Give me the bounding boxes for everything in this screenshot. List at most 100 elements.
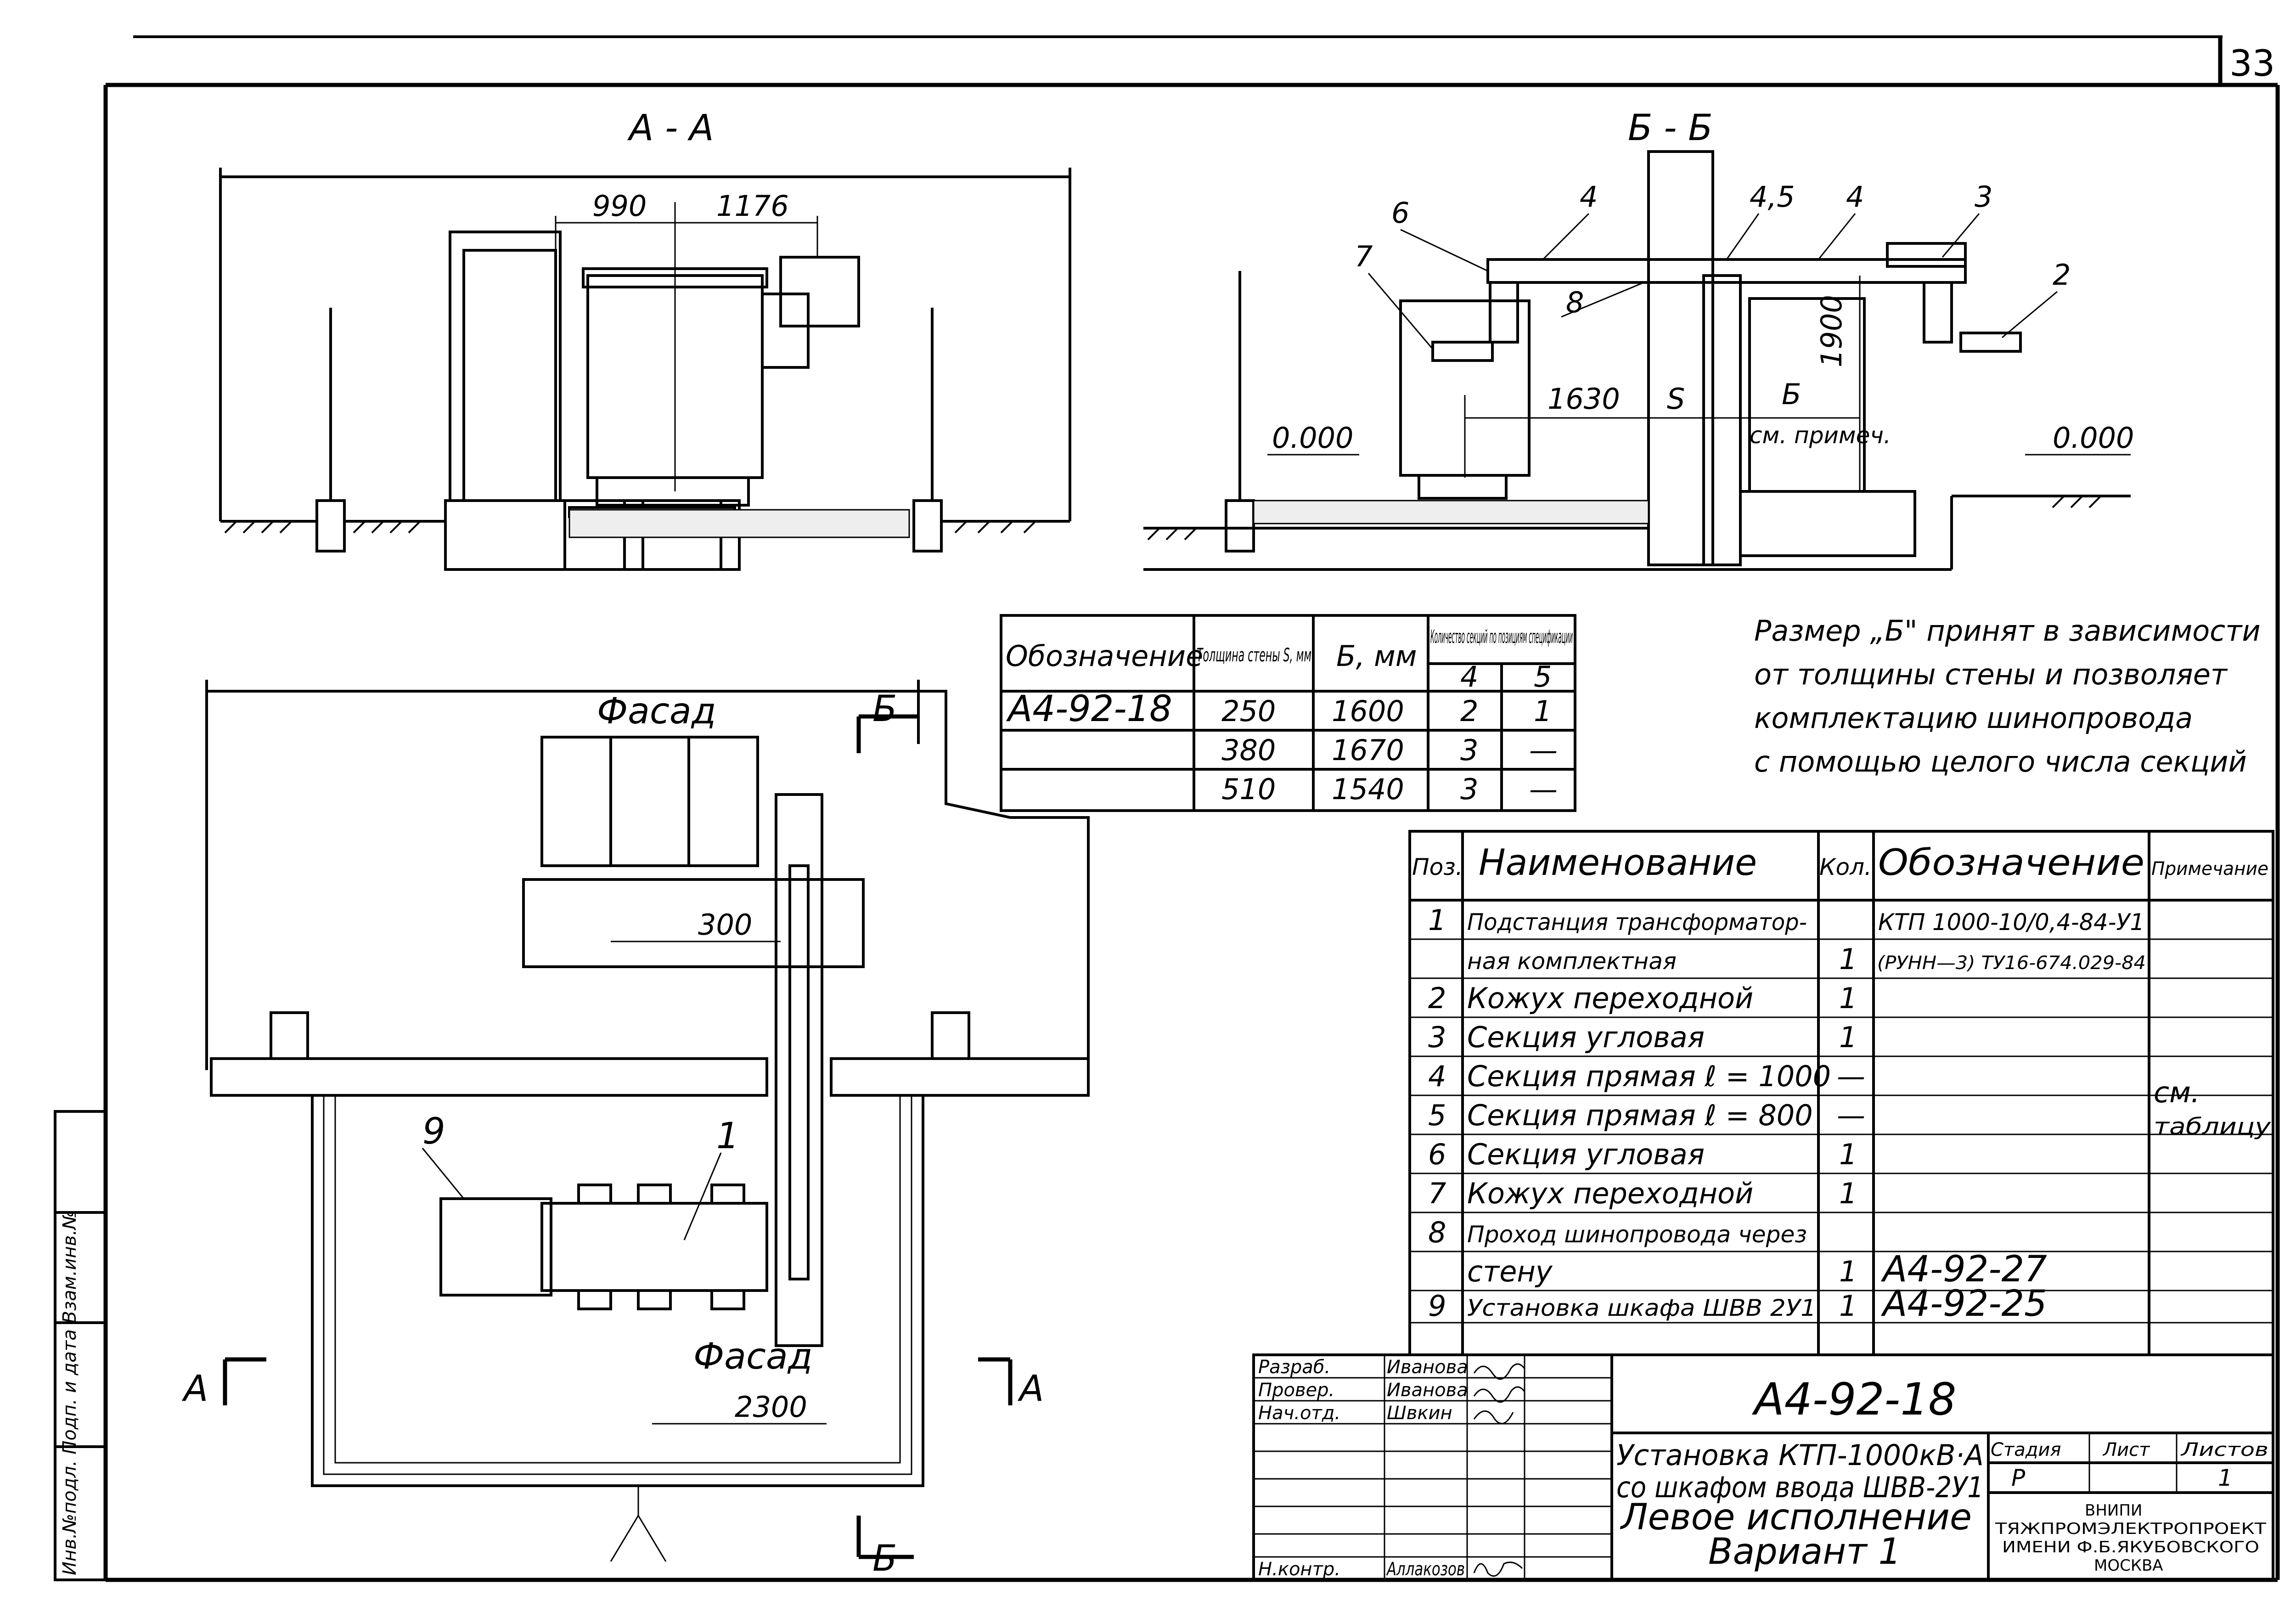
note-line-2: от толщины стены и позволяет (1754, 658, 2228, 691)
spec-r5-name: Секция прямая ℓ = 800 (1467, 1099, 1813, 1132)
signature-2 (1473, 1386, 1525, 1403)
tb-org-4: МОСКВА (2094, 1556, 2163, 1575)
signature-3 (1473, 1410, 1514, 1424)
spec-h-name: Наименование (1479, 842, 1757, 884)
st-r2-wall: 510 (1221, 772, 1276, 806)
dim-1630: 1630 (1548, 382, 1620, 416)
spec-r8-pos: 8 (1428, 1216, 1446, 1249)
tb-name-2: Иванова (1387, 1380, 1468, 1401)
st-r0-wall: 250 (1221, 694, 1276, 728)
plan-view: Фасад Б 300 (181, 680, 1090, 1579)
spec-r5-note: таблицу (2154, 1113, 2272, 1140)
spec-r6-qty: 1 (1839, 1138, 1857, 1171)
spec-r3-name: Секция угловая (1467, 1020, 1705, 1054)
tb-role-3: Нач.отд. (1258, 1403, 1340, 1424)
spec-table: Поз. Наименование Кол. Обозначение Приме… (1408, 830, 2274, 1356)
st-r1-p4: 3 (1460, 733, 1478, 767)
dim-see-note: см. примеч. (1750, 422, 1891, 449)
tb-title-3: Левое исполнение (1620, 1497, 1972, 1538)
note-line-4: с помощью целого числа секций (1754, 745, 2247, 778)
st-h-pos4: 4 (1460, 660, 1478, 693)
spec-row-lines (1410, 938, 2273, 1324)
st-h-pos5: 5 (1534, 660, 1552, 693)
ktp-insulators (577, 1184, 745, 1310)
section-aa: А - А 990 1176 (219, 107, 1071, 571)
level-right: 0.000 (2053, 421, 2134, 455)
spec-r8-name: Проход шинопровода через (1467, 1221, 1807, 1248)
spec-r10-name: Установка шкафа ШВВ 2У1 (1467, 1295, 1816, 1321)
tb-stage-label: Стадия (1991, 1439, 2061, 1460)
spec-r6-name: Секция угловая (1467, 1138, 1705, 1171)
title-grid (1254, 1355, 1612, 1580)
st-h-designation: Обозначение (1006, 639, 1203, 673)
st-h-b: Б, мм (1336, 639, 1417, 673)
dim-b: Б (1782, 378, 1801, 411)
spec-r9-name: стену (1467, 1255, 1553, 1288)
spec-h-pos: Поз. (1412, 854, 1463, 880)
title-block: Разраб. Иванова Провер. Иванова Нач.отд.… (1252, 1353, 2274, 1581)
tb-role-1: Разраб. (1258, 1357, 1330, 1378)
section-bb: Б - Б 6 7 8 4 4,5 4 (1143, 107, 2134, 571)
fasad-top: Фасад (597, 691, 716, 732)
callout-1: 1 (716, 1116, 739, 1157)
spec-r2-name: Кожух переходной (1467, 981, 1753, 1015)
st-r2-p4: 3 (1460, 772, 1478, 806)
tb-title-2: со шкафом ввода ШВВ-2У1 (1616, 1471, 1984, 1504)
callout-4a: 4 (1580, 180, 1598, 214)
spec-r9-designation: А4-92-27 (1880, 1249, 2047, 1290)
section-bb-title: Б - Б (1628, 107, 1713, 149)
st-r2-p5: — (1529, 772, 1558, 806)
tb-sheets: 1 (2218, 1465, 2233, 1491)
page-number: 33 (2229, 43, 2275, 85)
spec-r1-name: ная комплектная (1467, 948, 1677, 975)
st-h-count: Количество секций по позициям спецификац… (1430, 626, 1573, 648)
tb-role-4: Н.контр. (1258, 1559, 1340, 1580)
callout-45: 4,5 (1750, 180, 1795, 214)
cut-b-top: Б (872, 688, 897, 730)
spec-r1-qty: 1 (1839, 942, 1857, 976)
sheet-frame (103, 35, 2280, 1582)
tb-name-1: Иванова (1387, 1357, 1468, 1378)
spec-r5-qty: — (1837, 1099, 1865, 1132)
spec-r4-qty: — (1837, 1060, 1865, 1093)
spec-r4-note: см. (2154, 1076, 2200, 1109)
spec-r1-designation: (РУНН—3) ТУ16-674.029-84 (1877, 953, 2146, 974)
callout-7: 7 (1355, 240, 1373, 273)
spec-r3-qty: 1 (1839, 1020, 1857, 1054)
note-line-3: комплектацию шинопровода (1754, 701, 2193, 735)
section-table: Обозначение Толщина стены S, мм Б, мм Ко… (1000, 614, 1576, 812)
bb-callouts: 6 7 8 4 4,5 4 3 2 (1355, 180, 2071, 350)
spec-r2-pos: 2 (1428, 981, 1446, 1015)
note-block: Размер „Б" принят в зависимости от толщи… (1754, 614, 2261, 778)
st-r1-p5: — (1529, 733, 1558, 767)
tb-title-4: Вариант 1 (1708, 1531, 1901, 1573)
spec-r7-name: Кожух переходной (1467, 1177, 1753, 1210)
st-r0-p4: 2 (1460, 694, 1478, 728)
fasad-bottom: Фасад (693, 1336, 813, 1377)
st-h-wall: Толщина стены S, мм (1197, 645, 1311, 666)
st-r0-designation: А4-92-18 (1006, 688, 1172, 730)
tb-sheets-label: Листов (2180, 1439, 2268, 1460)
callout-3: 3 (1975, 180, 1992, 214)
callout-6: 6 (1391, 196, 1409, 230)
tb-title-1: Установка КТП-1000кВ·А (1616, 1438, 1984, 1472)
spec-r4-name: Секция прямая ℓ = 1000 (1467, 1060, 1831, 1093)
tb-role-2: Провер. (1258, 1380, 1334, 1401)
spec-h-note: Примечание (2151, 858, 2268, 879)
spec-r0-name: Подстанция трансформатор- (1467, 909, 1807, 936)
dim-s: S (1667, 382, 1685, 416)
spec-r10-qty: 1 (1839, 1289, 1857, 1323)
st-r0-b: 1600 (1332, 694, 1404, 728)
callout-2: 2 (2053, 258, 2071, 292)
spec-r10-pos: 9 (1428, 1289, 1446, 1323)
cut-a-left: А (181, 1368, 208, 1409)
spec-r7-pos: 7 (1428, 1177, 1446, 1210)
tb-org-1: ВНИПИ (2085, 1501, 2142, 1520)
tb-stage: Р (2011, 1465, 2026, 1491)
cut-a-right: А (1017, 1368, 1044, 1409)
tb-org-2: ТЯЖПРОМЭЛЕКТРОПРОЕКТ (1995, 1520, 2266, 1538)
spec-r0-designation: КТП 1000-10/0,4-84-У1 (1878, 909, 2144, 936)
signature-1 (1473, 1363, 1525, 1380)
tb-name-4: Аллакозов (1386, 1559, 1465, 1580)
